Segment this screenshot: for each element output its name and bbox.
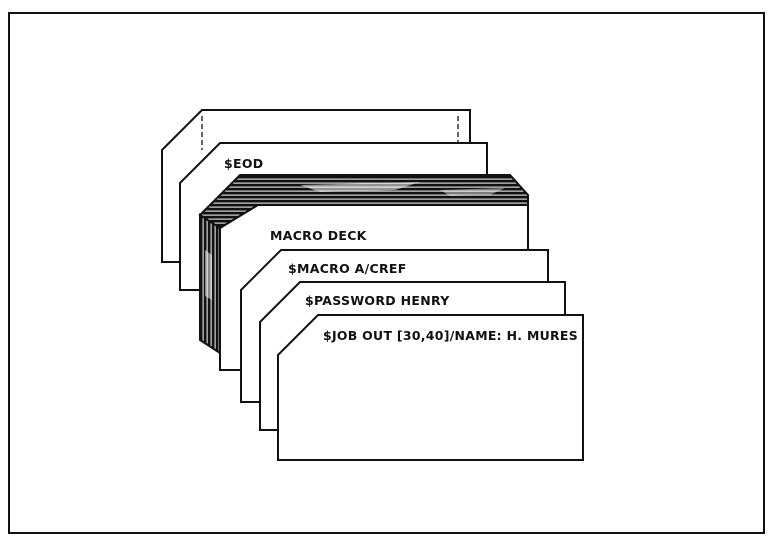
card-job-label: $JOB OUT [30,40]/NAME: H. MURES [323, 328, 578, 343]
card-job: $JOB OUT [30,40]/NAME: H. MURES [278, 315, 583, 460]
card-macro-label: $MACRO A/CREF [288, 261, 407, 276]
card-eod-label: $EOD [224, 156, 263, 171]
card-password-label: $PASSWORD HENRY [305, 293, 450, 308]
card-macro-deck-label: MACRO DECK [270, 228, 368, 243]
